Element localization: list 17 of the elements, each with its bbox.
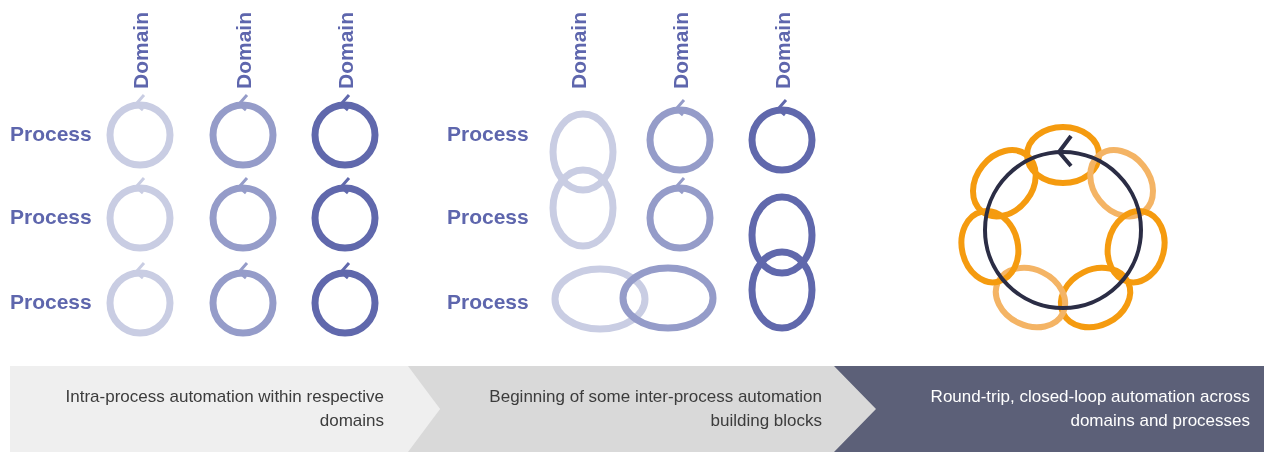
row-label: Process bbox=[447, 290, 529, 314]
column-heading: Domain bbox=[130, 12, 152, 89]
row-label: Process bbox=[447, 205, 529, 229]
column-heading: Domain bbox=[568, 12, 590, 89]
column-heading: Domain bbox=[772, 12, 794, 89]
stage-caption: Beginning of some inter-process automation building blocks bbox=[488, 386, 822, 432]
row-label: Process bbox=[10, 290, 92, 314]
row-label: Process bbox=[10, 122, 92, 146]
column-heading: Domain bbox=[670, 12, 692, 89]
row-label: Process bbox=[10, 205, 92, 229]
chevron-band bbox=[10, 366, 440, 452]
column-heading: Domain bbox=[233, 12, 255, 89]
chevron-band bbox=[834, 366, 1264, 452]
column-heading: Domain bbox=[335, 12, 357, 89]
stage-caption: Intra-process automation within respective domains bbox=[64, 386, 384, 432]
row-label: Process bbox=[447, 122, 529, 146]
stage-caption: Round-trip, closed-loop automation across domains and processes bbox=[929, 386, 1250, 432]
